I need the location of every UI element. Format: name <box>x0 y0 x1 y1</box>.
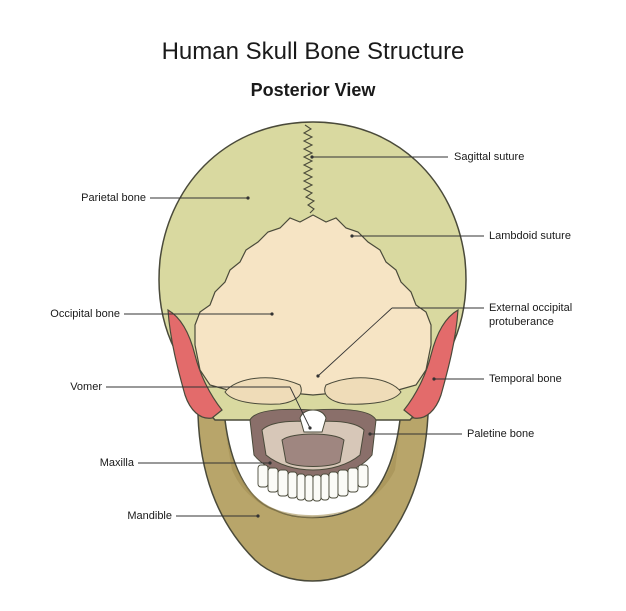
label-parietal-bone: Parietal bone <box>81 192 146 204</box>
vomer-shape <box>299 409 327 433</box>
label-external-occipital-line1: External occipital <box>489 302 573 314</box>
diagram-subtitle: Posterior View <box>250 80 376 100</box>
label-paletine-bone: Paletine bone <box>467 428 535 440</box>
palatine-shape <box>281 433 345 467</box>
temporal-bone-right-shape <box>403 308 459 419</box>
label-vomer: Vomer <box>70 381 102 393</box>
occipital-bone-shape <box>194 214 432 396</box>
label-lambdoid-suture: Lambdoid suture <box>489 230 571 242</box>
label-occipital-bone: Occipital bone <box>50 308 120 320</box>
sagittal-suture-line <box>302 124 316 214</box>
temporal-bone-left-shape <box>167 308 223 419</box>
leader-vomer-b <box>289 386 311 429</box>
label-temporal-bone: Temporal bone <box>489 373 562 385</box>
label-external-occipital-line2: protuberance <box>489 316 554 328</box>
teeth-row <box>257 464 369 502</box>
label-sagittal-suture: Sagittal suture <box>454 151 525 163</box>
occipital-condyle-left <box>224 377 302 405</box>
label-maxilla: Maxilla <box>99 457 134 469</box>
occipital-condyle-right <box>324 377 402 405</box>
leader-external-occipital <box>317 307 393 377</box>
label-mandible: Mandible <box>127 510 172 522</box>
diagram-title: Human Skull Bone Structure <box>161 38 465 65</box>
